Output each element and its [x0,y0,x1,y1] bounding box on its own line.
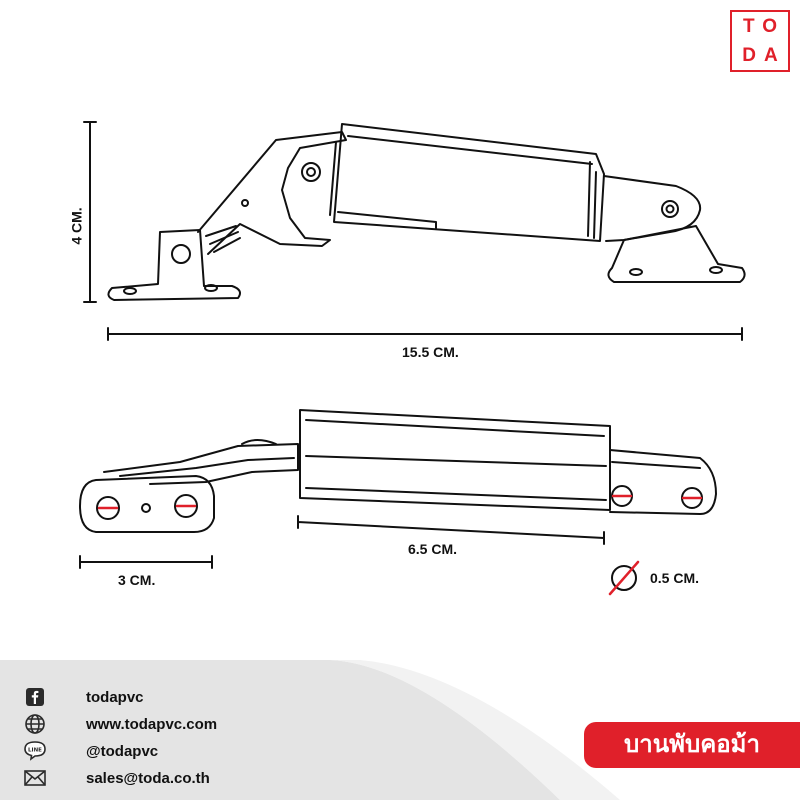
line-icon: LINE [24,740,46,762]
pivot-hole [301,162,321,182]
dimension-lines [79,121,743,569]
hinge-side-view [107,123,746,301]
right-mounting-plate [609,449,717,515]
website-text: www.todapvc.com [86,715,218,733]
mail-icon [24,767,46,789]
right-base-plate [607,225,746,283]
screw-diameter-label: 0.5 CM. [650,570,700,586]
product-title-badge: บานพับคอม้า [584,722,800,768]
email-text: sales@toda.co.th [86,769,210,787]
diameter-icon [608,560,640,596]
channel-body [333,123,605,242]
facebook-text: todapvc [86,688,144,706]
hinge-arm [197,131,347,255]
length-label: 15.5 CM. [402,344,459,360]
contact-facebook[interactable]: todapvc [24,686,144,708]
left-base-plate [107,229,241,301]
hinge-top-view [79,409,717,533]
contact-email[interactable]: sales@toda.co.th [24,767,210,789]
left-base-hole [171,244,191,264]
logo-line-1: TO [742,16,786,37]
globe-icon [24,713,46,735]
top-view-channel [299,409,611,511]
body-length-label: 6.5 CM. [408,541,458,557]
base-width-label: 3 CM. [118,572,156,588]
left-mounting-plate [79,475,215,533]
line-text: @todapvc [86,742,159,760]
svg-text:LINE: LINE [28,748,42,754]
right-bracket [603,175,702,242]
facebook-icon [24,686,46,708]
top-view-arm [103,443,299,485]
footer-background [0,660,620,800]
toda-logo: TO DA [730,10,790,72]
right-pivot-hole [661,200,679,218]
contact-website[interactable]: www.todapvc.com [24,713,217,735]
contact-line[interactable]: LINE @todapvc [24,740,158,762]
product-title: บานพับคอม้า [624,731,760,758]
height-label: 4 CM. [68,207,85,245]
screw-slots [97,494,703,510]
logo-line-2: DA [742,45,786,66]
